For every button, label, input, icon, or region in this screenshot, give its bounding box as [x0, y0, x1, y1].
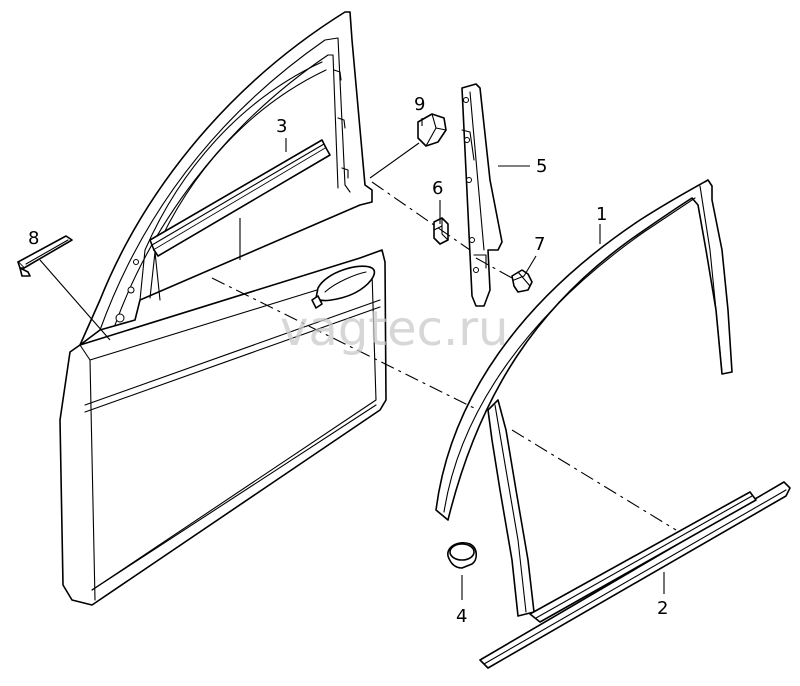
- assembly-lines: [211, 181, 677, 531]
- b-pillar-trim-5: [461, 83, 503, 307]
- clip-9: [417, 113, 447, 147]
- screw-7: [511, 269, 533, 293]
- door-shell: [59, 249, 387, 606]
- callout-3: 3: [276, 116, 287, 137]
- callout-8: 8: [28, 228, 39, 249]
- window-frame-moulding-1: [435, 179, 733, 617]
- callout-7: 7: [534, 234, 545, 255]
- plug-4: [447, 541, 478, 569]
- callout-9: 9: [414, 94, 425, 115]
- callout-2: 2: [657, 598, 668, 619]
- callout-5: 5: [536, 156, 547, 177]
- watermark: vagtec.ru: [280, 301, 508, 357]
- clip-6: [433, 217, 449, 245]
- window-seal-strip-3: [149, 139, 331, 257]
- callout-1: 1: [596, 204, 607, 225]
- callout-4: 4: [456, 606, 467, 627]
- leader-lines: [39, 118, 665, 600]
- callout-labels: 1 2 3 4 5 6 7 8 9: [28, 94, 668, 627]
- belt-moulding-2: [479, 481, 791, 669]
- small-seal-8: [17, 235, 73, 277]
- callout-6: 6: [432, 178, 443, 199]
